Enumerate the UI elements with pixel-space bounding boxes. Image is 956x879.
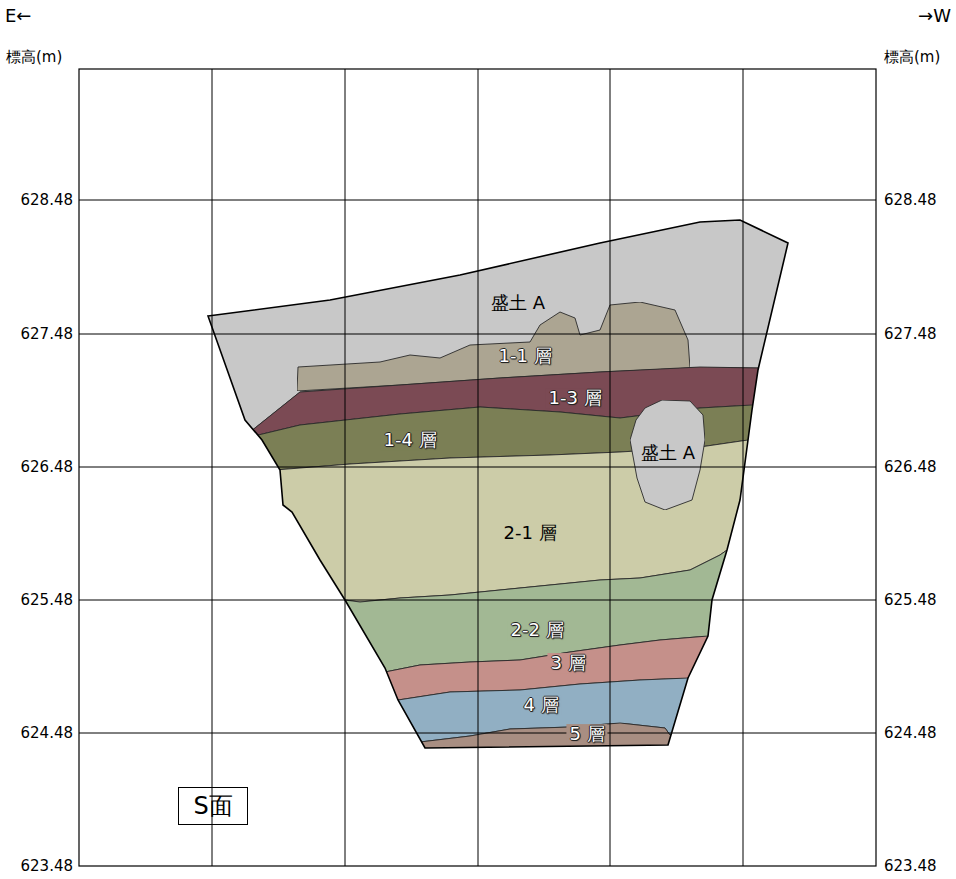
layer-label: 2-1 層 (500, 523, 559, 543)
elevation-value: 624.48 (21, 725, 74, 742)
layer-fill (630, 400, 705, 510)
layer-shape (205, 550, 792, 672)
axis-title: 標高(m) (884, 49, 940, 66)
elevation-value: 626.48 (884, 459, 937, 476)
elevation-value: 627.48 (21, 326, 74, 343)
soil-layer: 2-2 層 (205, 550, 792, 672)
layer-label: 盛土 A (638, 443, 698, 463)
section-outline (208, 220, 788, 748)
layer-label: 1-3 層 (545, 388, 604, 408)
face-label: S面 (193, 793, 232, 819)
axis-title: 標高(m) (6, 49, 62, 66)
direction-mark: E← (5, 6, 31, 26)
face-label-box: S面 (178, 787, 248, 825)
layer-label: 1-4 層 (380, 430, 439, 450)
elevation-value: 623.48 (884, 858, 937, 875)
elevation-value: 623.48 (21, 858, 74, 875)
layer-label: 盛土 A (488, 293, 548, 313)
layer-fill (205, 550, 792, 672)
elevation-value: 626.48 (21, 459, 74, 476)
layer-label: 2-2 層 (507, 620, 566, 640)
layer-label: 1-1 層 (495, 346, 554, 366)
layer-label: 4 層 (520, 695, 561, 715)
plot-frame (79, 69, 876, 866)
elevation-value: 627.48 (884, 326, 937, 343)
soil-layer: 盛土 A (630, 400, 705, 510)
elevation-value: 625.48 (884, 592, 937, 609)
layer-label: 5 層 (566, 724, 607, 744)
elevation-value: 628.48 (884, 192, 937, 209)
elevation-value: 625.48 (21, 592, 74, 609)
grid-lines (79, 69, 876, 866)
layer-label: 3 層 (547, 653, 588, 673)
elevation-value: 628.48 (21, 192, 74, 209)
direction-mark: →W (918, 6, 951, 26)
elevation-value: 624.48 (884, 725, 937, 742)
